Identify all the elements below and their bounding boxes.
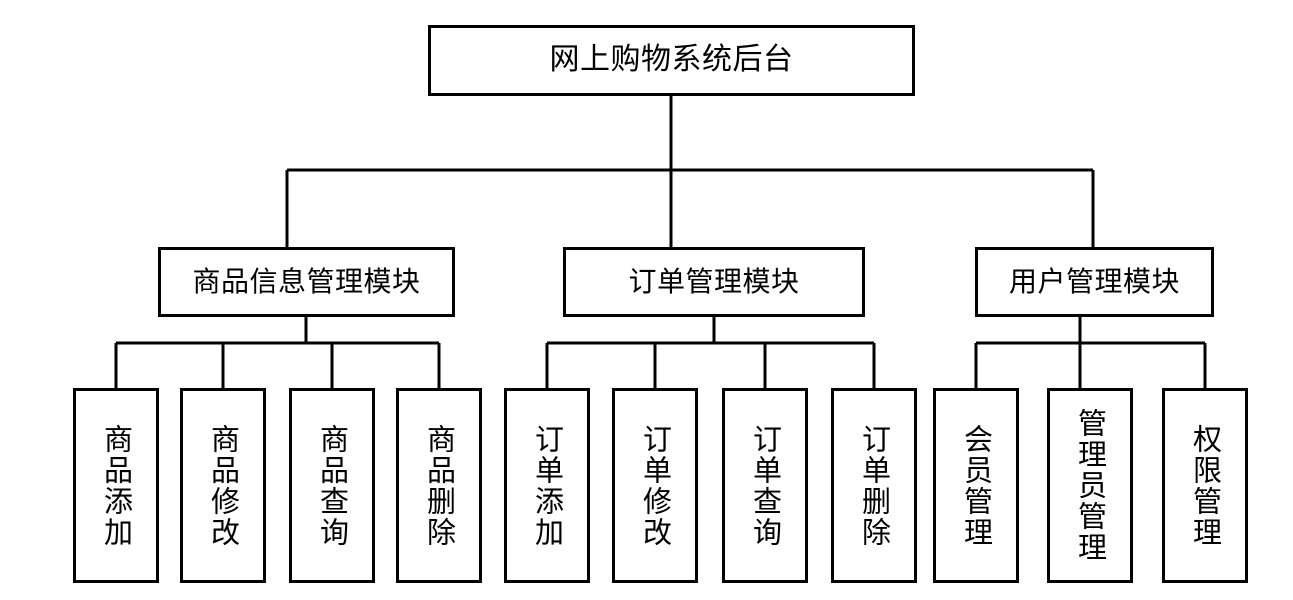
node-leaf-order-add[interactable]: 订单添加 [504, 388, 590, 583]
node-leaf-product-add-label: 商品添加 [99, 423, 134, 548]
node-root[interactable]: 网上购物系统后台 [428, 25, 915, 96]
node-leaf-admin-manage-label: 管理员管理 [1073, 408, 1108, 563]
node-leaf-permission-manage[interactable]: 权限管理 [1162, 388, 1248, 583]
node-leaf-admin-manage[interactable]: 管理员管理 [1047, 388, 1133, 583]
node-leaf-order-delete[interactable]: 订单删除 [831, 388, 917, 583]
node-module-product[interactable]: 商品信息管理模块 [158, 247, 455, 317]
node-module-user[interactable]: 用户管理模块 [975, 247, 1214, 317]
node-leaf-order-delete-label: 订单删除 [857, 423, 892, 548]
node-module-product-label: 商品信息管理模块 [192, 264, 421, 298]
node-leaf-product-edit-label: 商品修改 [206, 423, 241, 548]
node-leaf-order-add-label: 订单添加 [530, 423, 565, 548]
node-leaf-product-edit[interactable]: 商品修改 [180, 388, 266, 583]
node-module-user-label: 用户管理模块 [1008, 264, 1180, 298]
node-leaf-product-delete[interactable]: 商品删除 [396, 388, 482, 583]
node-leaf-product-add[interactable]: 商品添加 [73, 388, 159, 583]
node-leaf-order-query[interactable]: 订单查询 [722, 388, 808, 583]
node-root-label: 网上购物系统后台 [549, 42, 794, 78]
node-leaf-product-query-label: 商品查询 [315, 423, 350, 548]
node-leaf-product-delete-label: 商品删除 [422, 423, 457, 548]
node-leaf-order-edit[interactable]: 订单修改 [612, 388, 698, 583]
node-leaf-permission-manage-label: 权限管理 [1188, 423, 1223, 548]
node-module-order-label: 订单管理模块 [628, 264, 800, 298]
node-leaf-order-edit-label: 订单修改 [638, 423, 673, 548]
node-leaf-member-manage[interactable]: 会员管理 [933, 388, 1019, 583]
node-leaf-order-query-label: 订单查询 [748, 423, 783, 548]
node-leaf-member-manage-label: 会员管理 [959, 423, 994, 548]
node-module-order[interactable]: 订单管理模块 [563, 247, 865, 317]
node-leaf-product-query[interactable]: 商品查询 [289, 388, 375, 583]
